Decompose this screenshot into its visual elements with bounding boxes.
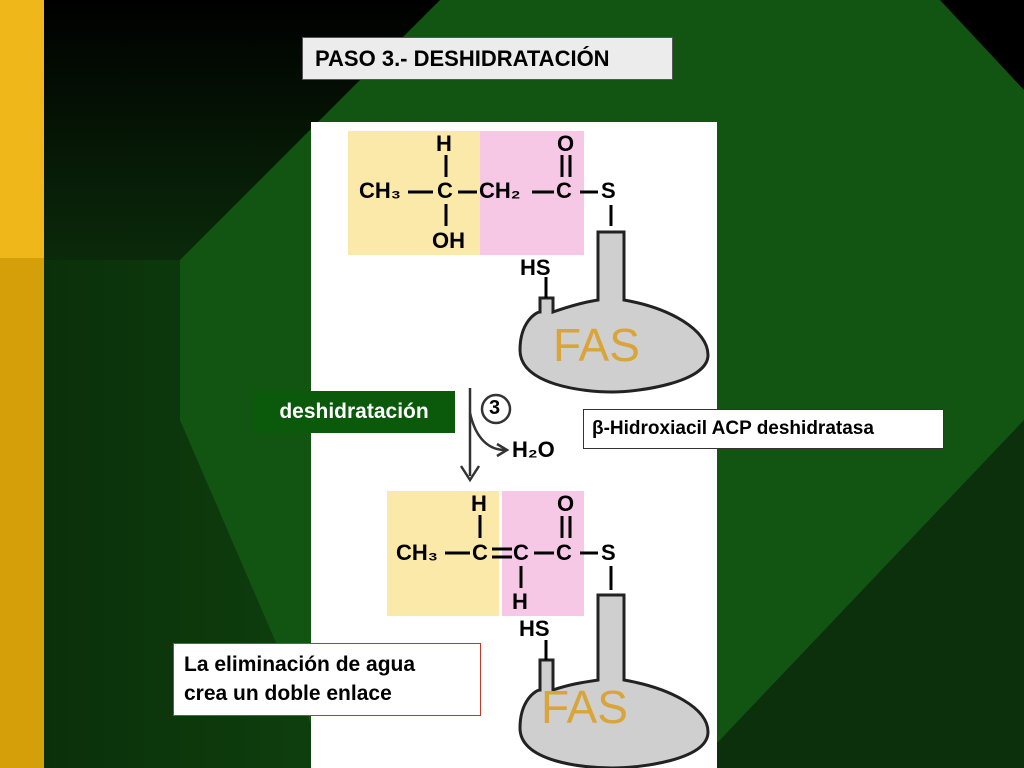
bottom-c-carbonyl: C xyxy=(556,540,572,565)
top-s-atom: S xyxy=(601,178,616,203)
bottom-s-atom: S xyxy=(601,540,616,565)
bottom-yellow-highlight xyxy=(387,491,499,616)
bottom-c-beta: C xyxy=(472,540,488,565)
water-byproduct: H₂O xyxy=(512,437,555,462)
enzyme-name-box: β-Hidroxiacil ACP deshidratasa xyxy=(583,409,944,449)
top-hs-group: HS xyxy=(520,255,551,280)
step-label-deshidratacion: deshidratación xyxy=(253,391,455,433)
top-h-atom: H xyxy=(436,131,452,156)
step-number: 3 xyxy=(489,397,501,419)
bottom-fas-label: FAS xyxy=(541,681,628,733)
top-ch2-group: CH₂ xyxy=(479,178,521,203)
note-box: La eliminación de agua crea un doble enl… xyxy=(173,643,481,716)
bottom-o-atom: O xyxy=(557,491,575,516)
step-number-circle xyxy=(480,393,512,425)
top-o-atom: O xyxy=(557,131,575,156)
slide-title: PASO 3.- DESHIDRATACIÓN xyxy=(302,37,673,80)
bottom-fas-enzyme xyxy=(518,593,710,768)
top-fas-label: FAS xyxy=(553,319,640,371)
top-oh-group: OH xyxy=(432,228,465,253)
top-ch3-group: CH₃ xyxy=(359,178,401,203)
top-fas-enzyme xyxy=(518,230,710,394)
bottom-ch3-group: CH₃ xyxy=(396,540,438,565)
top-c-alpha: C xyxy=(437,178,453,203)
bottom-h-bottom-atom: H xyxy=(512,589,528,614)
note-line-2: crea un doble enlace xyxy=(184,682,392,705)
bottom-h-top-atom: H xyxy=(471,491,487,516)
reaction-arrow xyxy=(459,388,510,483)
top-c-carbonyl: C xyxy=(556,178,572,203)
bottom-hs-group: HS xyxy=(519,616,550,641)
bottom-c-alpha: C xyxy=(513,540,529,565)
note-line-1: La eliminación de agua xyxy=(184,653,416,676)
